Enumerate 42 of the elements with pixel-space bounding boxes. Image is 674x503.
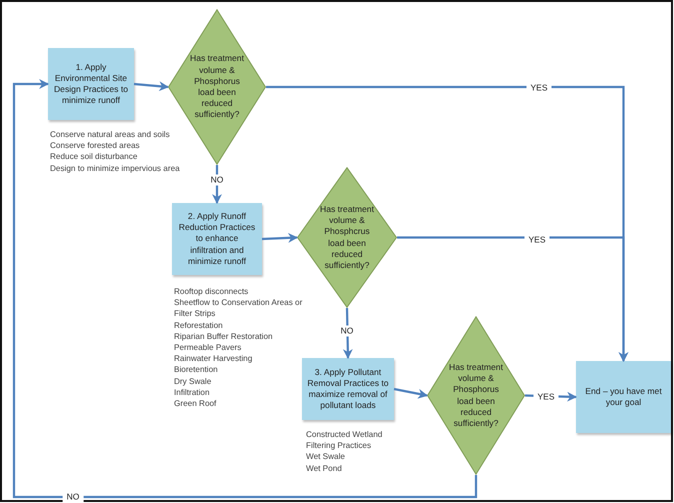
practice-item: Bioretention xyxy=(174,364,219,376)
practice-item: Infiltration xyxy=(174,386,210,398)
practice-item: Riparian Buffer Restoration xyxy=(174,330,274,342)
decision-diamond xyxy=(297,167,397,308)
arrow xyxy=(262,232,298,243)
practice-item: Wet Swale xyxy=(306,451,346,463)
edge-label: YES xyxy=(534,392,558,402)
arrow xyxy=(134,81,169,92)
process-box xyxy=(48,48,134,120)
decision-diamond xyxy=(168,9,266,165)
process-box xyxy=(576,361,671,433)
process-text: 3. Apply Pollutant Removal Practices to maximize removal of pollutant loads xyxy=(306,366,390,412)
edge-label: YES xyxy=(524,234,550,246)
practice-item: Permeable Pavers xyxy=(174,342,242,354)
decision-diamond xyxy=(427,316,525,475)
process-text: 2. Apply Runoff Reduction Practices to enhance infiltration and minimize runoff xyxy=(178,211,256,267)
practice-item: Reforestation xyxy=(174,320,224,331)
edge-label: NO xyxy=(62,492,84,502)
process-text: End – you have met your goal xyxy=(584,386,663,408)
edge-label: YES xyxy=(526,82,552,94)
arrow xyxy=(342,308,353,359)
practice-item: Sheetflow to Conservation Areas or Filter Strips xyxy=(174,297,304,320)
decision-question: Has treatment volume & Phosphorus load been reduced sufficiently? xyxy=(448,362,504,430)
process-text: 1. Apply Environmental Site Design Practices to minimize runoff xyxy=(53,62,129,106)
practice-item: Wet Pond xyxy=(306,462,343,474)
practice-item: Constructed Wetland xyxy=(306,429,384,440)
decision-question: Has treatment volume & Phosphcrus load been reduced sufficiently? xyxy=(319,204,375,272)
practice-item: Rooftop disconnects xyxy=(174,286,250,298)
process-box xyxy=(172,203,262,275)
arrow xyxy=(394,388,428,399)
practice-item: Reduce soil disturbance xyxy=(50,151,138,163)
arrow xyxy=(12,79,478,498)
practice-item: Conserve forested areas xyxy=(50,140,141,152)
process-box xyxy=(302,358,394,420)
practice-item: Green Roof xyxy=(174,398,218,410)
practice-item: Design to minimize impervious area xyxy=(50,162,181,174)
practice-item: Rainwater Harvesting xyxy=(174,353,254,364)
arrow xyxy=(397,236,628,362)
practice-item: Conserve natural areas and soils xyxy=(50,129,171,140)
practice-item: Dry Swale xyxy=(174,376,212,387)
practice-item: Filtering Practices xyxy=(306,440,372,452)
decision-question: Has treatment volume & Phosphorus load been reduced sufficiently? xyxy=(189,53,245,121)
